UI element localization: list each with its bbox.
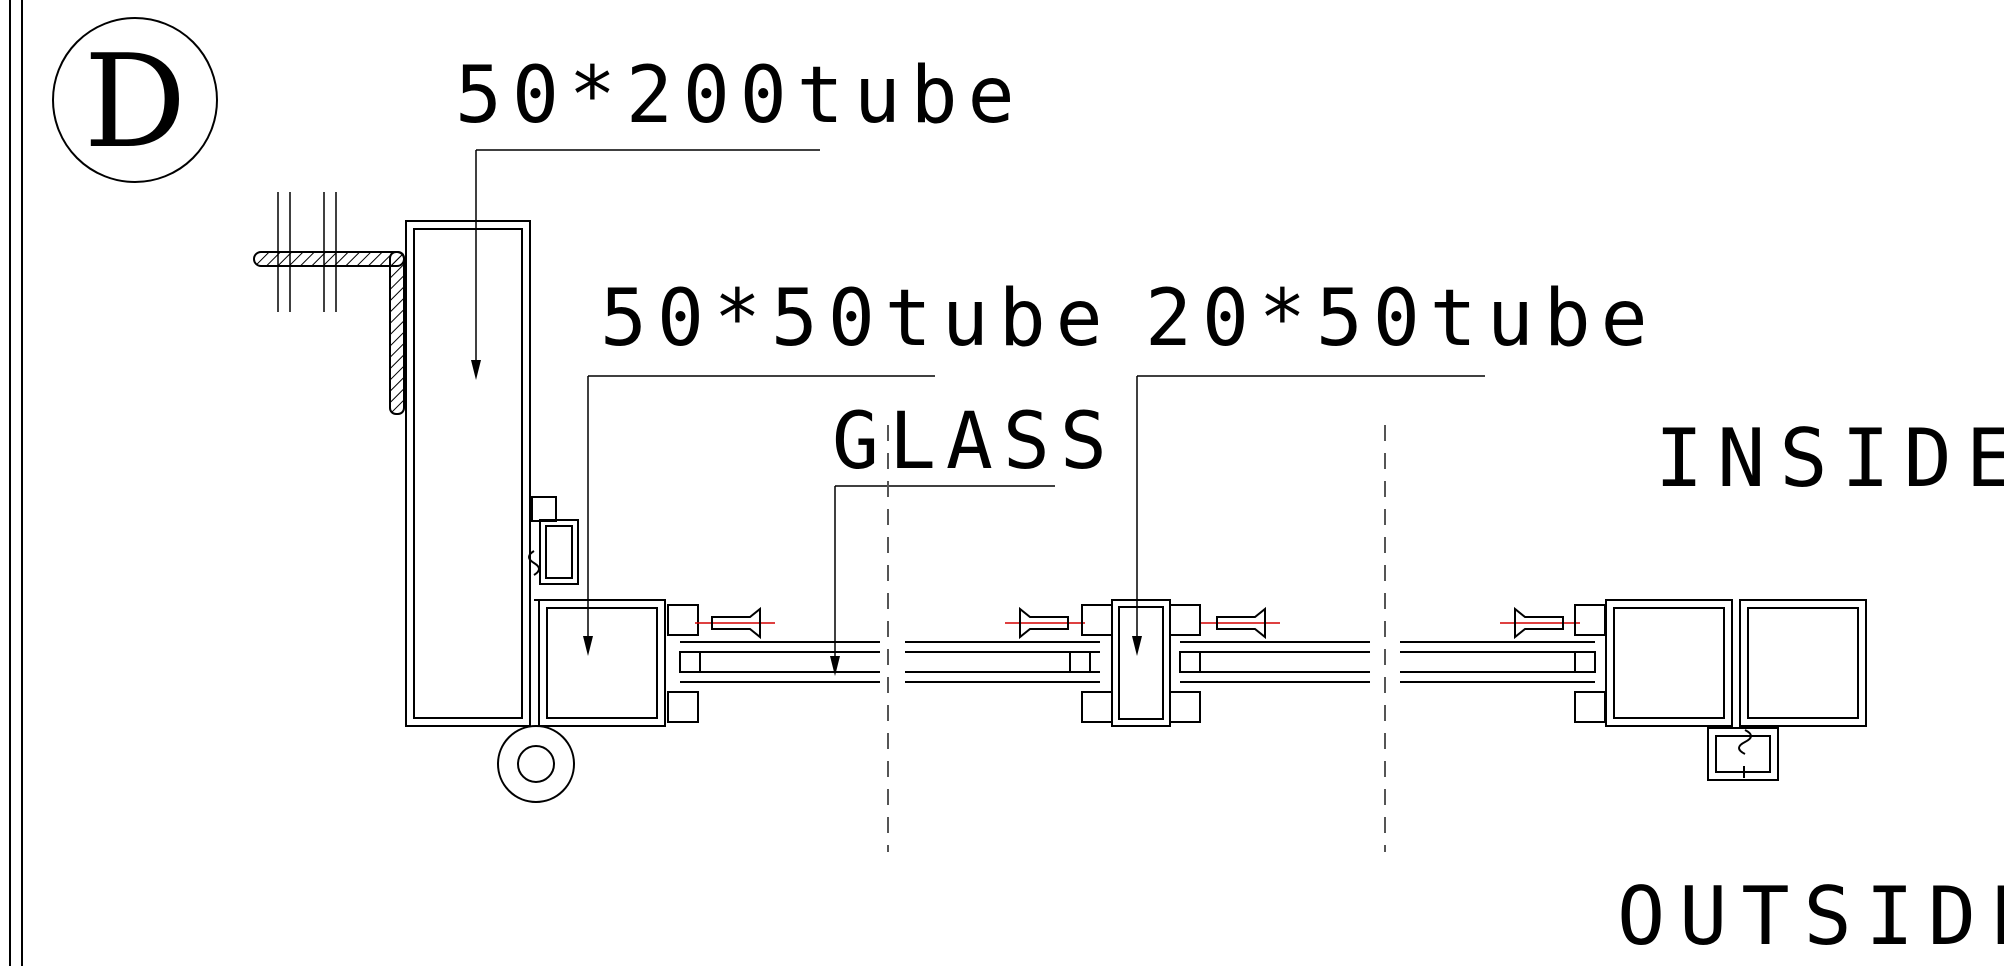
bottom-clip: [1707, 727, 1779, 781]
gasket-blocks-left: [667, 604, 699, 723]
tube-50x200: [405, 220, 531, 727]
wall-angle-bracket: [253, 192, 405, 415]
screw-4: [1500, 606, 1580, 640]
detail-mark-badge: D: [52, 17, 218, 183]
leader-tube-small: [1132, 375, 1485, 656]
label-tube-medium: 50*50tube: [600, 274, 1113, 364]
label-tube-large: 50*200tube: [455, 51, 1025, 141]
screw-3: [1200, 606, 1280, 640]
label-glass: GLASS: [832, 397, 1117, 487]
screw-2: [1005, 606, 1085, 640]
tube-20x50: [1081, 599, 1201, 727]
glass-panel-1: [679, 641, 1100, 683]
leader-tube-large: [471, 149, 820, 380]
screw-1: [695, 606, 775, 640]
glass-panel-2: [1179, 641, 1596, 683]
leader-tube-medium: [583, 375, 935, 656]
right-frame-tubes: [1574, 599, 1867, 727]
label-tube-small: 20*50tube: [1145, 274, 1658, 364]
label-inside: INSIDE: [1655, 412, 2004, 505]
drawing-frame-border: [9, 0, 23, 966]
roller-wheel: [497, 725, 575, 803]
label-outside: OUTSIDE: [1617, 870, 2004, 963]
clip-bracket: [528, 496, 579, 601]
leader-glass: [830, 485, 1055, 676]
detail-mark-letter: D: [84, 28, 187, 177]
tube-50x50: [538, 599, 666, 727]
